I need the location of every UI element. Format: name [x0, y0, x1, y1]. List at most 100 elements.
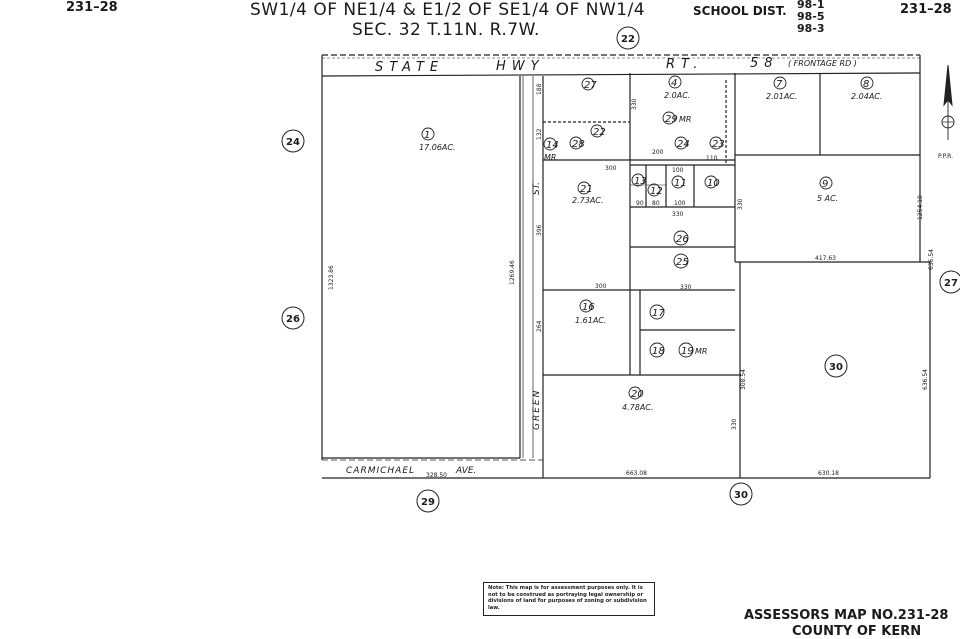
dim-1254-10: 636.54: [928, 249, 935, 270]
parcel-circle-21: [577, 181, 591, 195]
parcel-circle-4: [668, 75, 682, 89]
road-hwy: HWY: [496, 59, 545, 74]
adjacent-map-circle-30b: [824, 354, 848, 378]
parcel-number-26: 26: [676, 234, 689, 245]
parcel-number-23: 23: [712, 139, 725, 150]
dim-636-54-a: 308.54: [740, 369, 747, 390]
dim-188: 188: [536, 83, 543, 95]
parcel-acreage-19: MR: [695, 347, 707, 356]
parcel-number-27: 27: [584, 80, 597, 91]
parcel-circle-11: [671, 175, 685, 189]
parcel-number-4: 4: [671, 78, 677, 89]
dim-300-b: 300: [595, 283, 607, 290]
parcel-number-8: 8: [863, 79, 869, 90]
road-rt: RT.: [666, 57, 704, 72]
parcel-number-10: 10: [707, 178, 720, 189]
parcel-circle-28: [569, 136, 583, 150]
road-green: GREEN: [532, 389, 542, 430]
parcel-acreage-16: 1.61AC.: [575, 316, 606, 325]
adjacent-map-circle-22: [616, 26, 640, 50]
parcel-circle-27: [581, 77, 595, 91]
parcel-number-18: 18: [652, 346, 665, 357]
road-state: STATE: [375, 60, 444, 75]
parcel-circle-17: [649, 304, 665, 320]
parcel-number-9: 9: [822, 179, 828, 190]
parcel-acreage-7: 2.01AC.: [766, 92, 797, 101]
parcel-circle-13: [631, 173, 645, 187]
dim-330-a: 330: [631, 98, 638, 110]
parcel-acreage-8: 2.04AC.: [851, 92, 882, 101]
parcel-circle-24: [674, 136, 688, 150]
school-dist-label: SCHOOL DIST.: [693, 4, 787, 18]
parcel-circle-14: [543, 137, 557, 151]
parcel-number-12: 12: [650, 186, 663, 197]
title-line-1: SW1/4 OF NE1/4 & E1/2 OF SE1/4 OF NW1/4: [250, 0, 646, 20]
dim-330-c: 330: [680, 284, 692, 291]
dim-330-b: 330: [672, 211, 684, 218]
adjacent-map-29: 29: [421, 497, 435, 508]
north-label: P.P.R.: [938, 153, 953, 160]
parcel-circle-22: [590, 124, 604, 138]
parcel-circle-16: [579, 299, 593, 313]
title-line-2: SEC. 32 T.11N. R.7W.: [352, 20, 540, 40]
parcel-circle-9: [819, 176, 833, 190]
adjacent-map-circle-30a: [729, 482, 753, 506]
dim-100-b: 100: [674, 200, 686, 207]
parcel-circle-26: [673, 230, 689, 246]
adjacent-map-24: 24: [286, 137, 300, 148]
parcel-circle-25: [673, 253, 689, 269]
adjacent-map-22: 22: [621, 34, 635, 45]
adjacent-map-27: 27: [944, 278, 958, 289]
parcel-acreage-4: 2.0AC.: [664, 91, 690, 100]
dim-396: 396: [536, 224, 543, 236]
school-dist-code-2: 98-5: [797, 10, 825, 23]
dim-1323-86: 1323.86: [328, 265, 335, 290]
adjacent-map-circle-27: [939, 270, 960, 294]
parcel-acreage-29: MR: [679, 115, 691, 124]
dim-808-58: 417.63: [815, 255, 836, 262]
footer-county: COUNTY OF KERN: [792, 624, 922, 639]
parcel-circle-8: [860, 76, 874, 90]
dim-200: 200: [652, 149, 664, 156]
parcel-circle-10: [704, 175, 718, 189]
parcel-number-28: 28: [572, 139, 585, 150]
parcel-number-19: 19: [681, 346, 694, 357]
parcel-number-13: 13: [634, 176, 647, 187]
parcel-number-21: 21: [580, 184, 593, 195]
parcel-circle-23: [709, 136, 723, 150]
adjacent-map-26: 26: [286, 314, 300, 325]
parcel-number-22: 22: [593, 127, 606, 138]
adjacent-map-circle-24: [281, 129, 305, 153]
parcel-circle-7: [773, 76, 787, 90]
parcel-circle-29: [662, 111, 676, 125]
parcel-number-20: 20: [631, 389, 644, 400]
adjacent-map-circle-26: [281, 306, 305, 330]
road-carmichael: CARMICHAEL: [346, 466, 415, 476]
parcel-circle-1: [421, 127, 435, 141]
dim-663-08: 328.50: [426, 472, 447, 479]
parcel-number-16: 16: [582, 302, 595, 313]
parcel-number-25: 25: [676, 257, 689, 268]
school-dist-code-3: 98-3: [797, 22, 825, 35]
map-code-right: 231–28: [900, 2, 952, 17]
road-st: ST.: [532, 182, 542, 195]
parcel-number-17: 17: [652, 308, 665, 319]
school-dist-code-1: 98-1: [797, 0, 825, 11]
dim-1269-46: 1269.46: [509, 260, 516, 285]
adjacent-map-30b: 30: [829, 362, 843, 373]
north-arrow: [941, 64, 955, 140]
parcel-acreage-1: 17.06AC.: [419, 143, 456, 152]
parcel-acreage-20: 4.78AC.: [622, 403, 653, 412]
dim-300-a: 300: [605, 165, 617, 172]
dim-90: 90: [636, 200, 644, 207]
parcel-acreage-9: 5 AC.: [817, 194, 838, 203]
dim-110: 110: [706, 155, 718, 162]
footer-map-number: ASSESSORS MAP NO.231-28: [744, 608, 949, 623]
road-ave: AVE.: [455, 466, 476, 476]
dim-264: 264: [536, 320, 543, 332]
dim-132: 132: [536, 128, 543, 140]
assessment-notice: Note: This map is for assessment purpose…: [483, 582, 655, 616]
dim-636-54-b: 636.54: [922, 369, 929, 390]
parcel-circle-20: [628, 386, 642, 400]
